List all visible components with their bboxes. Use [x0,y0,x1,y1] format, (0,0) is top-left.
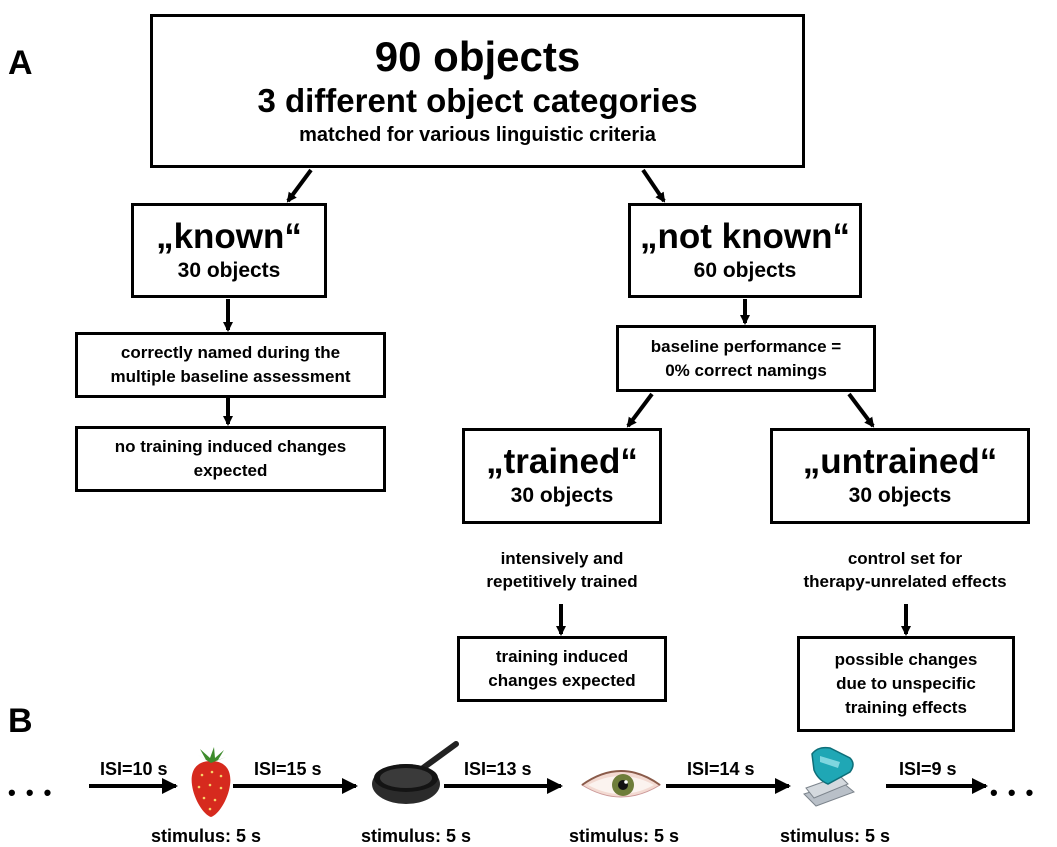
isi-label-5: ISI=9 s [899,759,957,779]
untrained-count: 30 objects [848,484,952,507]
panel-label-b: B [8,702,33,740]
arrow-top-to-known [286,168,313,203]
isi-label-4: ISI=14 s [687,759,755,779]
untrained-note-line1: control set for [847,549,963,568]
untrained-box: „untrained“ 30 objects [770,428,1030,524]
stimulus-label-2: stimulus: 5 s [361,826,472,846]
known-title: „known“ [156,216,302,256]
stimulus-label-1: stimulus: 5 s [151,826,262,846]
trained-box: „trained“ 30 objects [462,428,662,524]
not-known-count: 60 objects [693,258,797,282]
isi-label-3: ISI=13 s [464,759,532,779]
trained-result-line1: training induced [495,647,629,666]
trained-note: intensively and repetitively trained [447,547,677,593]
untrained-note: control set for therapy-unrelated effect… [760,547,1050,593]
no-change-line1: no training induced changes [114,437,347,456]
no-change-line2: expected [193,461,268,480]
isi-label-2: ISI=15 s [254,759,322,779]
timeline-ellipsis-right: • • • [990,780,1036,805]
baseline-line2: 0% correct namings [665,360,827,380]
known-baseline-box: correctly named during the multiple base… [75,332,386,398]
baseline-line1: baseline performance = [650,336,842,356]
untrained-result-line1: possible changes [834,650,978,669]
not-known-box: „not known“ 60 objects [628,203,862,298]
top-box-line3: matched for various linguistic criteria [299,124,656,146]
trained-result-box: training induced changes expected [457,636,667,702]
not-known-title: „not known“ [640,216,850,256]
arrow-baseline-to-trained [626,392,654,428]
trained-title: „trained“ [486,442,638,481]
known-box: „known“ 30 objects [131,203,327,298]
timeline-ellipsis-left: • • • [8,780,54,805]
top-box-line2: 3 different object categories [257,82,698,119]
untrained-result-line3: training effects [845,698,967,717]
panel-label-a: A [8,44,33,82]
known-baseline-line1: correctly named during the [120,343,341,362]
isi-label-1: ISI=10 s [100,759,168,779]
known-baseline-line2: multiple baseline assessment [110,367,351,386]
eye-icon [581,770,661,798]
known-count: 30 objects [177,258,281,282]
trained-note-line1: intensively and [500,549,624,568]
untrained-title: „untrained“ [802,442,998,481]
stapler-icon [803,746,855,807]
trained-count: 30 objects [510,484,614,507]
no-change-box: no training induced changes expected [75,426,386,492]
strawberry-icon [191,747,231,817]
untrained-result-box: possible changes due to unspecific train… [797,636,1015,732]
arrow-baseline-to-untrained [847,392,875,428]
frying-pan-icon [372,741,459,804]
top-box: 90 objects 3 different object categories… [150,14,805,168]
untrained-result-line2: due to unspecific [836,674,976,693]
untrained-note-line2: therapy-unrelated effects [803,572,1007,591]
stimulus-label-3: stimulus: 5 s [569,826,680,846]
trained-note-line2: repetitively trained [486,572,638,591]
arrow-top-to-not-known [641,168,666,203]
trained-result-line2: changes expected [488,671,636,690]
stimulus-label-4: stimulus: 5 s [780,826,891,846]
baseline-box: baseline performance = 0% correct naming… [616,325,876,392]
top-box-line1: 90 objects [374,33,581,80]
